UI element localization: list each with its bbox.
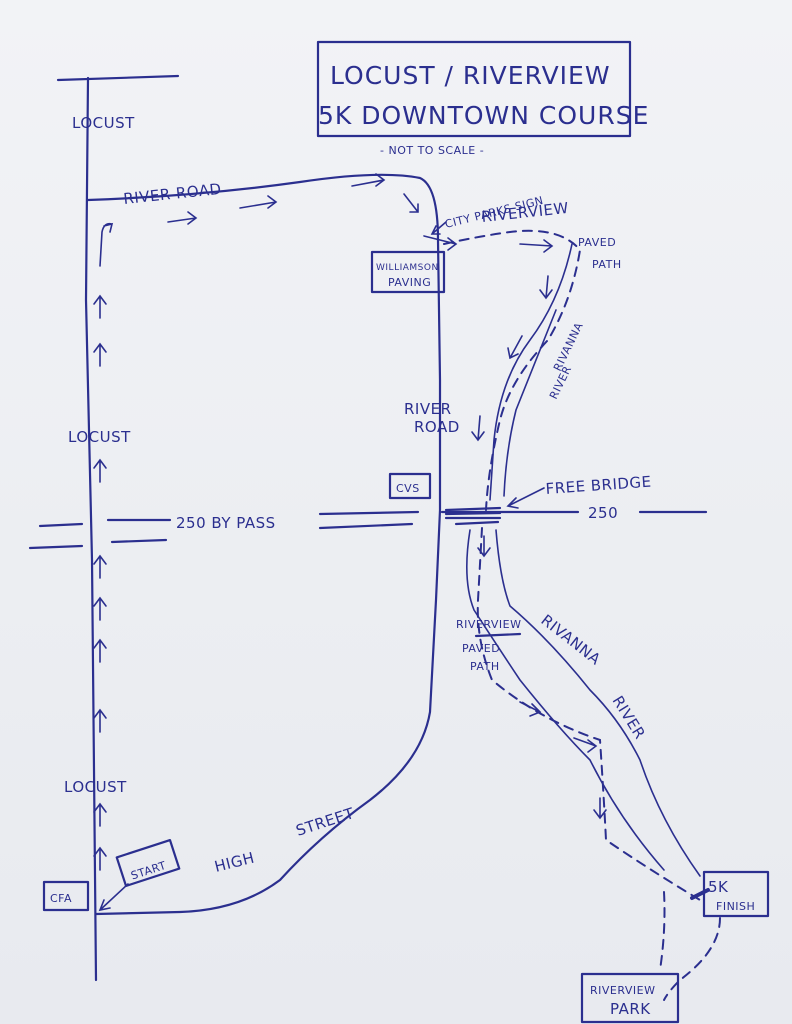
rivanna-river-label-1: RIVANNA	[551, 320, 586, 373]
locust-label-bottom: LOCUST	[64, 778, 127, 796]
bypass-east-label: 250	[588, 504, 618, 522]
rivanna-bank-west-lower	[466, 529, 665, 871]
riverview-park-label-1: RIVERVIEW	[590, 984, 656, 997]
williamson-box	[370, 250, 446, 294]
park-path-east	[663, 917, 721, 1001]
riverview-path-north-arrows	[471, 239, 554, 442]
riverview-park-box	[580, 972, 680, 1024]
title-line2: 5K DOWNTOWN COURSE	[318, 101, 649, 130]
cvs-box	[388, 472, 432, 500]
paved-path-label-2: PATH	[592, 258, 622, 271]
riverview-path-north	[443, 229, 582, 511]
riverview-path-south-arrows	[477, 535, 607, 820]
locust-top-cap	[56, 74, 180, 82]
park-path-west	[659, 891, 666, 971]
williamson-label-1: WILLIAMSON	[376, 263, 439, 273]
high-label: HIGH	[213, 849, 257, 876]
riverview-bottom-label: RIVERVIEW	[456, 618, 522, 631]
rivanna-bank-west-upper	[489, 243, 573, 501]
river-road-top-label: RIVER ROAD	[123, 180, 223, 208]
river-road-side-label-1: RIVER	[404, 400, 452, 418]
cvs-label: CVS	[396, 482, 420, 495]
locust-label-top: LOCUST	[72, 114, 135, 132]
riverview-bottom-strike	[474, 632, 522, 638]
free-bridge-pointer	[506, 487, 545, 509]
scale-note: - NOT TO SCALE -	[380, 144, 484, 157]
paved-path-bottom-label-2: PATH	[470, 660, 500, 673]
riverview-path-south	[476, 527, 701, 901]
riverview-top-label: RIVERVIEW	[481, 199, 570, 226]
rivanna-bank-east-upper	[503, 309, 557, 497]
locust-up-arrows	[93, 222, 114, 871]
rivanna-river-label-2: RIVER	[547, 364, 574, 402]
williamson-label-2: PAVING	[388, 276, 431, 289]
river-road-top	[86, 173, 440, 242]
river-road-side	[94, 238, 442, 916]
title-box	[316, 40, 632, 138]
cfa-label: CFA	[50, 892, 72, 905]
cfa-box	[42, 880, 90, 912]
rivanna-bank-east-lower	[495, 529, 701, 877]
locust-label-mid: LOCUST	[68, 428, 131, 446]
finish-label-2: FINISH	[716, 900, 755, 913]
rivanna-lower-label: RIVANNA	[538, 611, 605, 669]
locust-road	[84, 76, 98, 982]
bypass-west-upper	[38, 510, 420, 528]
bypass-west-lower	[28, 522, 414, 550]
start-pointer	[98, 883, 129, 912]
bypass-west-label: 250 BY PASS	[176, 514, 276, 532]
city-parks-sign-pointer	[430, 221, 447, 235]
title-line1: LOCUST / RIVERVIEW	[330, 61, 611, 90]
riverview-park-label-2: PARK	[610, 1000, 651, 1018]
finish-marker	[690, 888, 710, 900]
finish-label-1: 5K	[708, 878, 729, 896]
free-bridge-mark	[444, 506, 502, 526]
paved-path-bottom-label-1: PAVED	[462, 642, 500, 655]
river-road-side-label-2: ROAD	[414, 418, 460, 436]
free-bridge-label: FREE BRIDGE	[545, 473, 652, 498]
start-box	[115, 838, 181, 888]
paved-path-label-1: PAVED	[578, 236, 616, 249]
